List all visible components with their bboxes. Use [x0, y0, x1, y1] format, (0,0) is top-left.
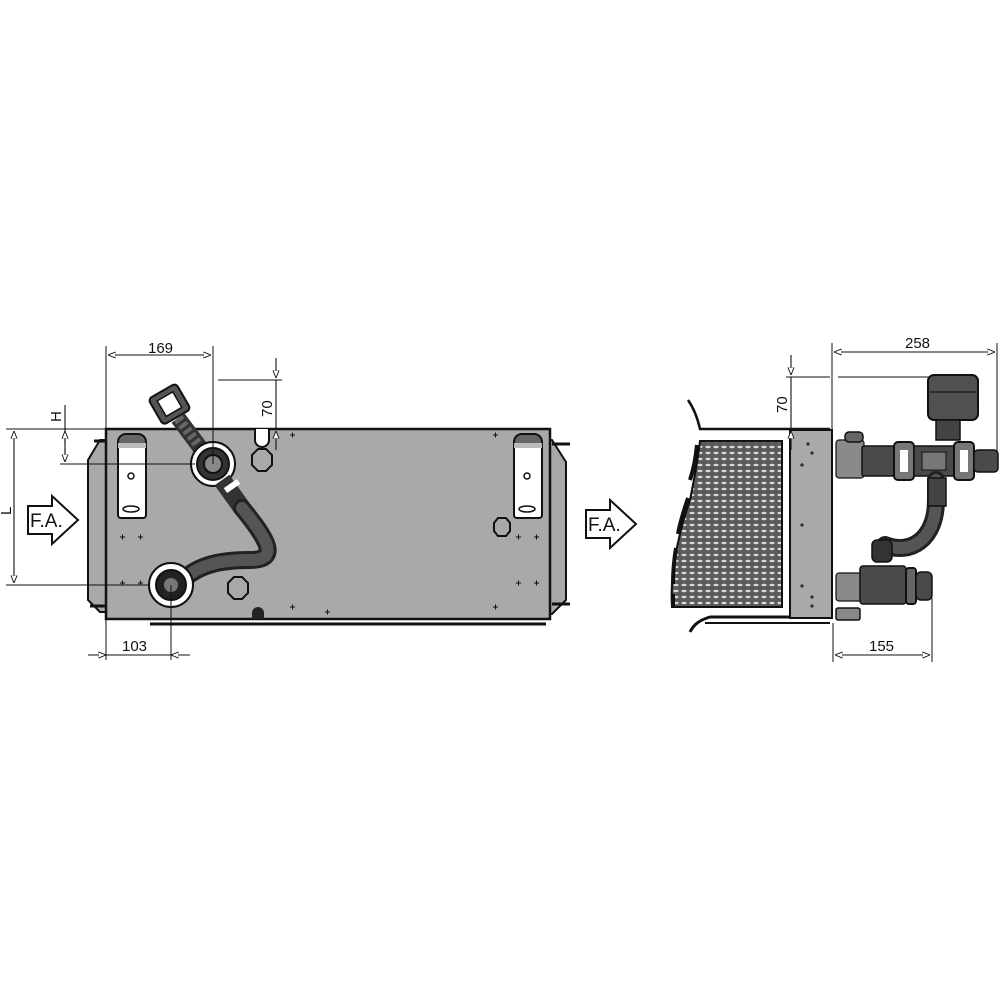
side-view: F.A. 258 70 155	[585, 335, 999, 662]
heat-exchanger-coil	[670, 440, 783, 608]
upper-valve-assembly	[148, 383, 277, 608]
airflow-arrow-front: F.A.	[27, 493, 80, 547]
valve-actuator	[927, 374, 979, 441]
svg-text:155: 155	[869, 638, 894, 655]
airflow-label: F.A.	[30, 511, 63, 532]
dimension-H: H	[6, 405, 195, 465]
dimension-103: 103	[88, 585, 190, 660]
screw-marks	[120, 432, 539, 615]
svg-text:70: 70	[774, 396, 791, 413]
svg-text:70: 70	[259, 400, 276, 417]
upper-pipe-run	[835, 431, 999, 481]
dimension-258: 258	[831, 335, 998, 452]
knockout-hole	[251, 448, 273, 472]
svg-text:169: 169	[148, 340, 173, 357]
svg-text:H: H	[48, 411, 65, 422]
svg-text:258: 258	[905, 335, 930, 352]
svg-text:103: 103	[122, 638, 147, 655]
dimension-70-front: 70	[218, 358, 282, 450]
dimension-L: L	[0, 431, 150, 586]
right-filter-slot	[513, 433, 543, 519]
dimension-155: 155	[832, 598, 933, 662]
airflow-arrow-side: F.A.	[585, 497, 638, 551]
lower-pipe-run	[835, 565, 933, 621]
svg-text:L: L	[0, 507, 15, 515]
side-panel	[789, 429, 833, 619]
left-filter-slot	[117, 433, 147, 519]
knockout-hole	[227, 576, 249, 600]
dimension-70-side: 70	[774, 355, 930, 450]
airflow-label-side: F.A.	[588, 515, 621, 536]
dimension-169: 169	[105, 340, 214, 464]
front-view: F.A. 169 70 H	[0, 340, 570, 660]
